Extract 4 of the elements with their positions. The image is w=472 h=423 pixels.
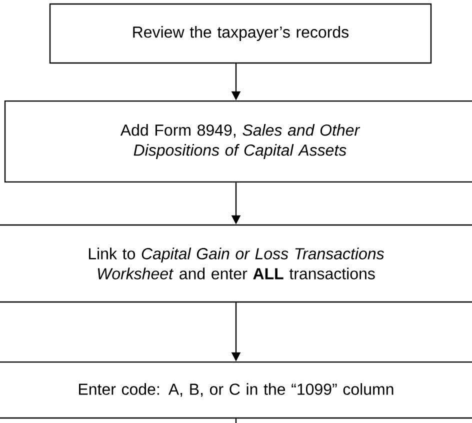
- process-box: Add Form 8949, Sales and Other Dispositions of Capital Assets: [4, 100, 472, 183]
- process-box: Enter code: A, B, or C in the “1099” column: [0, 361, 472, 419]
- process-box: Link to Capital Gain or Loss Transactions Worksheet and enter ALL transactions: [0, 224, 472, 303]
- process-box: Review the taxpayer’s records: [49, 3, 432, 64]
